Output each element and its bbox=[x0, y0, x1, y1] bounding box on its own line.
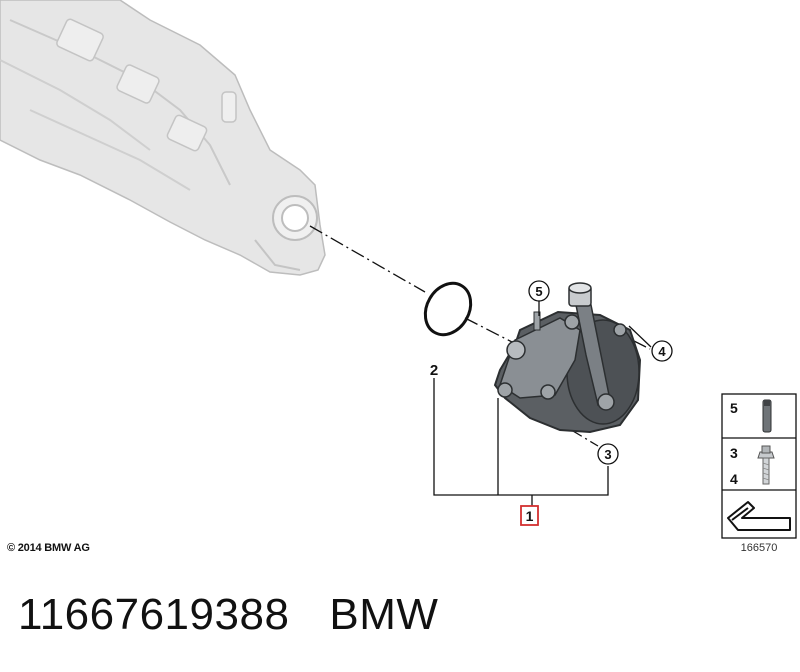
part-number: 11667619388 bbox=[18, 590, 290, 639]
svg-text:4: 4 bbox=[658, 344, 666, 359]
legend-row-kit-icon bbox=[727, 501, 791, 531]
legend-row-3-4: 3 4 bbox=[730, 445, 775, 487]
legend-table: 5 3 4 bbox=[721, 393, 797, 539]
callout-3: 3 bbox=[597, 443, 619, 465]
callout-5: 5 bbox=[528, 280, 550, 302]
o-ring bbox=[423, 281, 473, 337]
svg-text:2: 2 bbox=[430, 362, 438, 379]
svg-text:4: 4 bbox=[730, 471, 738, 487]
callout-4: 4 bbox=[651, 340, 673, 362]
svg-text:5: 5 bbox=[535, 284, 542, 299]
svg-text:5: 5 bbox=[730, 400, 738, 416]
svg-text:1: 1 bbox=[526, 508, 534, 524]
callout-1: 1 bbox=[520, 505, 539, 526]
leader-lines bbox=[433, 301, 652, 506]
part-number-caption: 11667619388 BMW bbox=[18, 590, 438, 640]
callout-2: 2 bbox=[430, 362, 438, 379]
svg-text:3: 3 bbox=[730, 445, 738, 461]
svg-text:3: 3 bbox=[604, 447, 611, 462]
vacuum-pump bbox=[493, 282, 642, 434]
copyright-notice: © 2014 BMW AG bbox=[7, 542, 90, 554]
engine-casing bbox=[0, 0, 326, 276]
diagram-reference-number: 166570 bbox=[740, 542, 778, 554]
brand-name: BMW bbox=[329, 590, 439, 639]
legend-row-5: 5 bbox=[730, 399, 772, 433]
